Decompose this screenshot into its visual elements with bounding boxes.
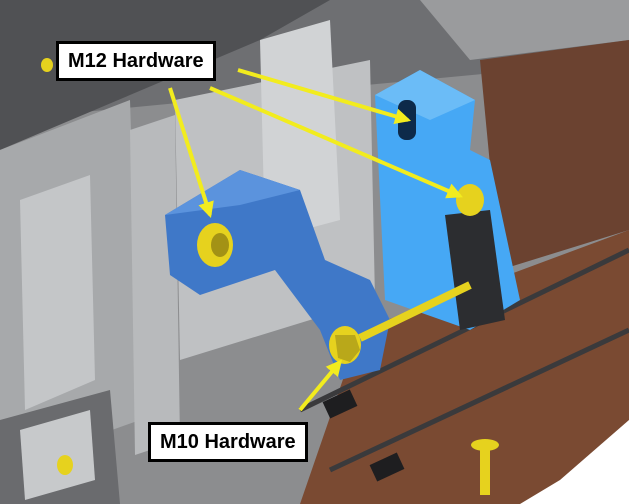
wood-platform xyxy=(300,230,629,504)
callout-m10-label: M10 Hardware xyxy=(160,431,296,453)
arrow-m12-to-slot xyxy=(237,68,412,125)
bolt-m12-right xyxy=(456,184,484,216)
arrow-m10-to-bolt xyxy=(298,359,343,412)
bracket-cutout xyxy=(445,210,505,330)
white-surface xyxy=(520,420,629,504)
callout-m10-hardware: M10 Hardware xyxy=(148,422,308,462)
rod-upper xyxy=(298,247,629,413)
callout-m12-label: M12 Hardware xyxy=(68,50,204,72)
rod-lower xyxy=(328,327,629,473)
arrow-m12-to-right-bolt xyxy=(209,86,463,199)
connector-upper xyxy=(322,389,358,419)
callout-arrows xyxy=(168,68,463,412)
threaded-rod xyxy=(358,281,472,342)
arrow-m12-to-left-bolt xyxy=(168,87,214,219)
bracket-dark-blue xyxy=(165,170,390,380)
connector-lower xyxy=(369,452,405,482)
callout-m12-hardware: M12 Hardware xyxy=(56,41,216,81)
